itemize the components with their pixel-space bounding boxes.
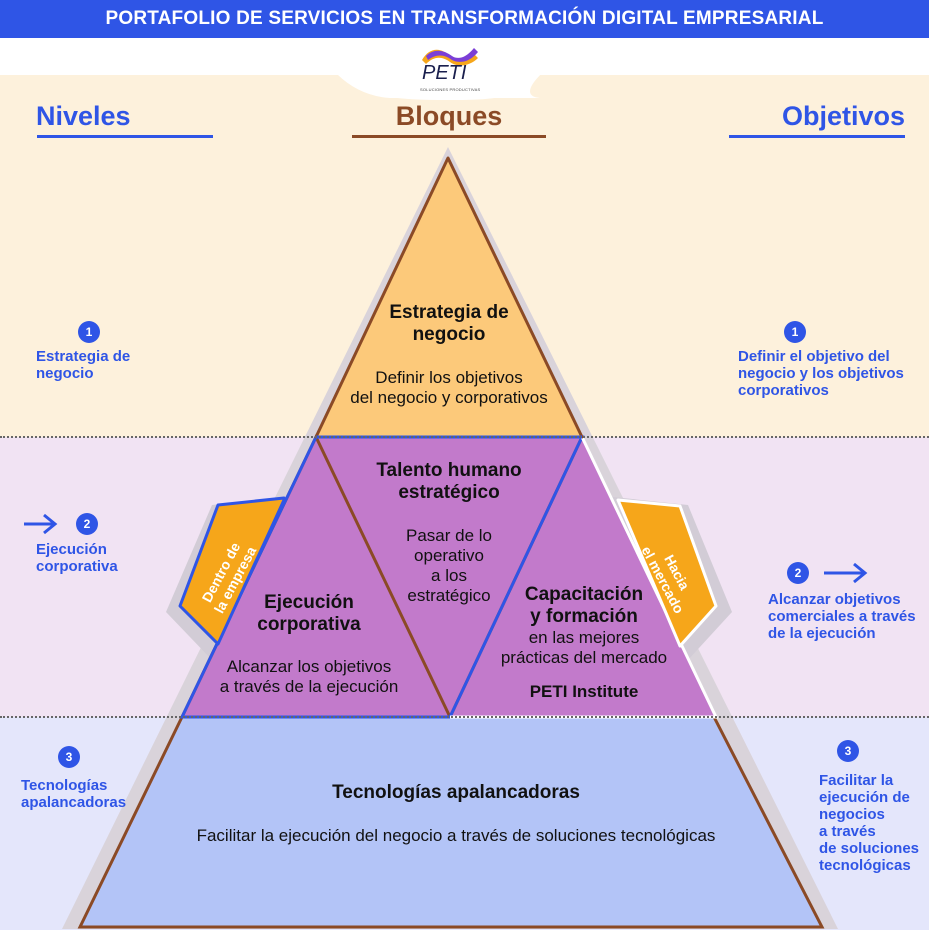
level-3-label: Tecnologías apalancadoras bbox=[21, 777, 127, 811]
training-footer: PETI Institute bbox=[529, 682, 639, 701]
logo: PETI SOLUCIONES PRODUCTIVAS bbox=[410, 42, 488, 96]
training-text: en las mejores prácticas del mercado bbox=[500, 628, 668, 667]
column-underline-objectives bbox=[729, 135, 905, 138]
arrow-right-icon bbox=[24, 513, 58, 535]
strategy-text: Definir los objetivos del negocio y corp… bbox=[350, 368, 548, 407]
talent-title: Talento humano estratégico bbox=[376, 460, 522, 503]
execution-text: Alcanzar los objetivos a través de la ej… bbox=[219, 657, 399, 696]
objective-1-number: 1 bbox=[784, 321, 806, 343]
objective-3-number: 3 bbox=[837, 740, 859, 762]
level-1-number: 1 bbox=[78, 321, 100, 343]
band-middle bbox=[182, 437, 716, 717]
column-underline-blocks bbox=[352, 135, 546, 138]
technology-text: Facilitar la ejecución del negocio a tra… bbox=[196, 826, 716, 845]
column-heading-levels: Niveles bbox=[36, 101, 131, 131]
arrow-right-icon bbox=[824, 562, 868, 584]
objective-2-number: 2 bbox=[787, 562, 809, 584]
arrow-inward bbox=[178, 496, 286, 646]
separator-2 bbox=[0, 716, 929, 718]
objective-3-label: Facilitar la ejecución de negocios a tra… bbox=[819, 772, 920, 874]
level-1-label: Estrategia de negocio bbox=[36, 348, 131, 382]
talent-text: Pasar de lo operativo a los estratégico bbox=[406, 526, 492, 605]
technology-title: Tecnologías apalancadoras bbox=[332, 782, 580, 803]
objective-1-label: Definir el objetivo del negocio y los ob… bbox=[738, 348, 904, 399]
page-title: PORTAFOLIO DE SERVICIOS EN TRANSFORMACIÓ… bbox=[105, 8, 824, 29]
level-3-number: 3 bbox=[58, 746, 80, 768]
column-heading-blocks: Bloques bbox=[395, 101, 503, 131]
column-heading-objectives: Objetivos bbox=[781, 101, 905, 131]
block-technology bbox=[77, 715, 825, 929]
objective-2-label: Alcanzar objetivos comerciales a través … bbox=[768, 591, 916, 642]
page-header: PORTAFOLIO DE SERVICIOS EN TRANSFORMACIÓ… bbox=[0, 0, 929, 38]
logo-wave-icon bbox=[422, 48, 478, 66]
strategy-title: Estrategia de negocio bbox=[389, 302, 509, 345]
arrow-outward bbox=[616, 498, 718, 648]
execution-title: Ejecución corporativa bbox=[257, 592, 361, 635]
logo-tagline: SOLUCIONES PRODUCTIVAS bbox=[420, 87, 481, 92]
column-underline-levels bbox=[37, 135, 213, 138]
separator-1 bbox=[0, 436, 929, 438]
logo-notch bbox=[338, 75, 540, 100]
level-2-number: 2 bbox=[76, 513, 98, 535]
training-title: Capacitación y formación bbox=[524, 584, 644, 627]
level-2-label: Ejecución corporativa bbox=[36, 541, 118, 575]
logo-text: PETI bbox=[422, 62, 467, 84]
